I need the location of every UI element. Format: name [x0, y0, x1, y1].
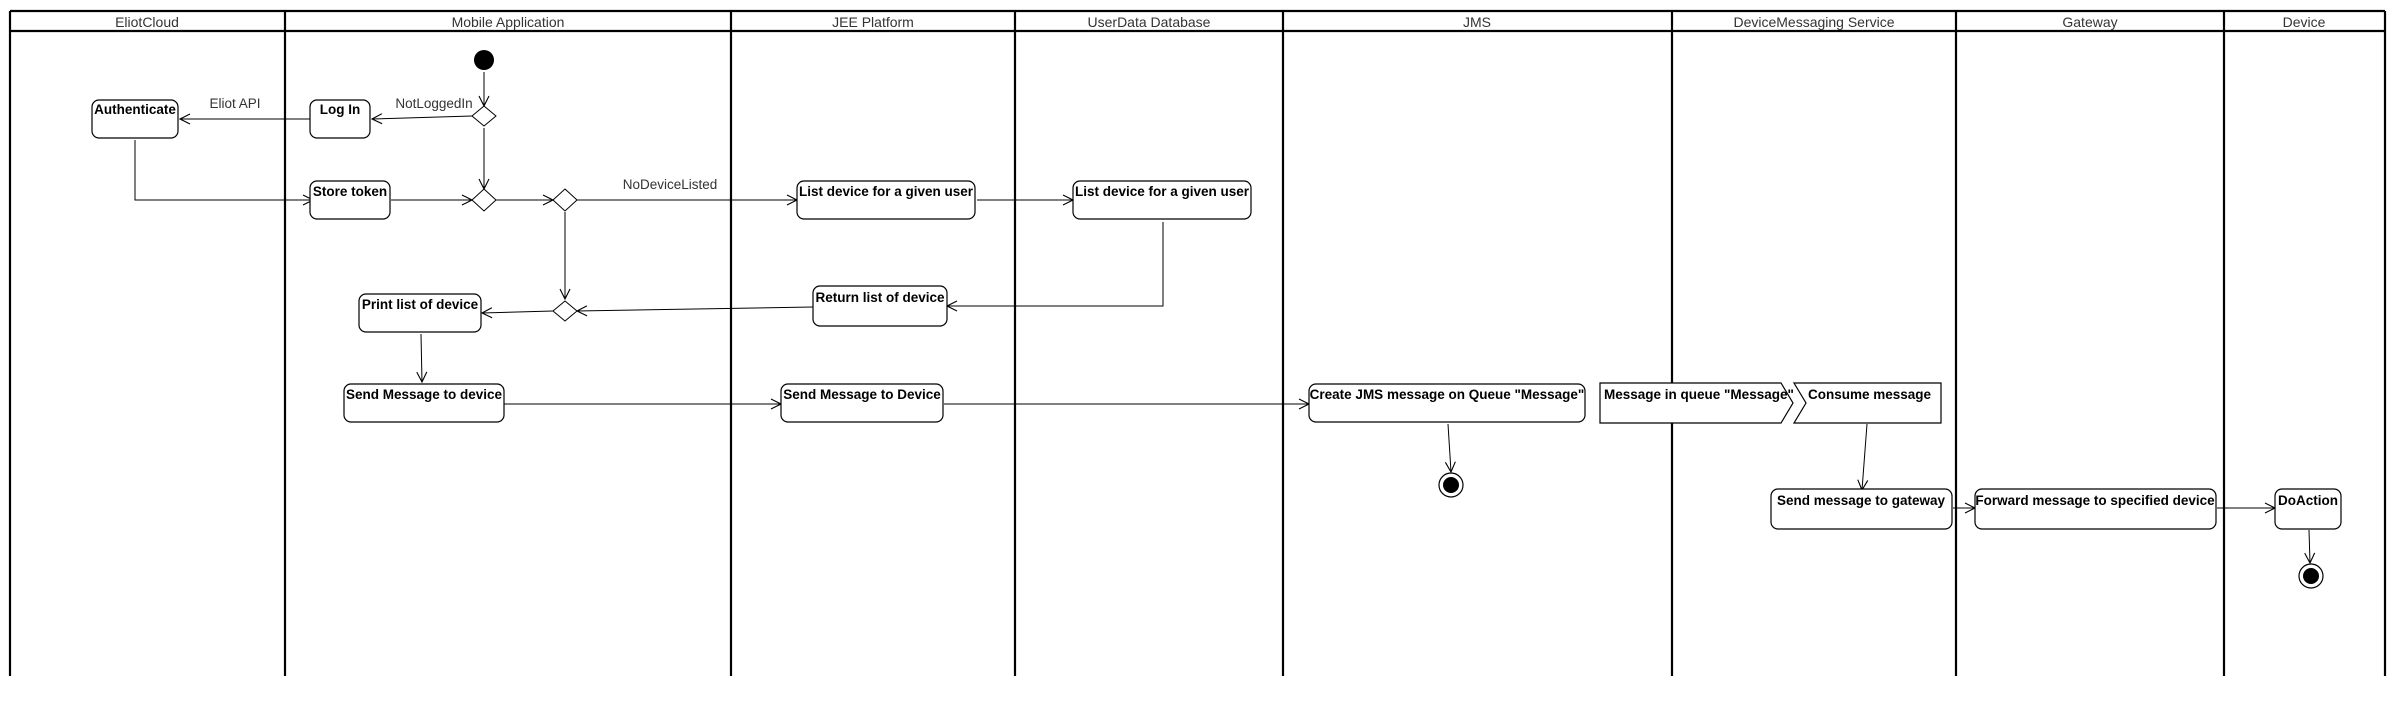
action-return-list: Return list of device	[812, 285, 948, 327]
edge-labels: Eliot API NotLoggedIn NoDeviceListed	[209, 96, 717, 192]
merge-device-list	[552, 300, 578, 322]
decision-device-listed	[552, 188, 578, 212]
action-label: Send Message to device	[346, 387, 503, 402]
action-forward-message: Forward message to specified device	[1974, 488, 2217, 530]
action-log-in: Log In	[309, 99, 371, 139]
action-label: Send Message to Device	[783, 387, 941, 402]
action-print-list: Print list of device	[358, 293, 482, 333]
initial-node	[474, 50, 494, 70]
lane-title-mobile-application: Mobile Application	[452, 14, 565, 30]
final-node-jms	[1438, 472, 1464, 498]
edge-merge-to-print-list	[482, 311, 554, 313]
lane-title-device: Device	[2283, 14, 2326, 30]
lane-title-userdata-database: UserData Database	[1088, 14, 1211, 30]
action-label: Store token	[313, 184, 387, 199]
action-send-to-gateway: Send message to gateway	[1770, 488, 1953, 530]
action-label: List device for a given user	[1075, 184, 1250, 199]
decision-login	[471, 105, 497, 127]
edge-database-to-return-list	[947, 222, 1164, 306]
action-send-message-jee: Send Message to Device	[780, 383, 944, 423]
action-label: Return list of device	[815, 290, 945, 305]
action-label: Authenticate	[94, 102, 176, 117]
edge-do-action-to-final	[2309, 529, 2310, 563]
action-authenticate: Authenticate	[91, 99, 179, 139]
lane-titles: EliotCloud Mobile Application JEE Platfo…	[115, 14, 2326, 30]
decision-nodes	[471, 105, 578, 322]
action-label: Log In	[320, 102, 361, 117]
action-label: Create JMS message on Queue "Message"	[1310, 387, 1585, 402]
action-label: Forward message to specified device	[1975, 493, 2215, 508]
edge-not-logged-in	[372, 116, 473, 119]
edge-jms-to-final	[1448, 423, 1451, 472]
control-nodes	[474, 50, 2324, 589]
edge-return-list-to-merge	[577, 307, 814, 311]
lane-title-gateway: Gateway	[2062, 14, 2117, 30]
action-list-device-jee: List device for a given user	[796, 180, 976, 220]
edge-consume-to-gateway	[1862, 423, 1867, 490]
action-label: Send message to gateway	[1777, 493, 1946, 508]
action-label: Print list of device	[362, 297, 479, 312]
lane-title-eliot-cloud: EliotCloud	[115, 14, 179, 30]
action-create-jms-message: Create JMS message on Queue "Message"	[1308, 383, 1586, 423]
edge-label-not-logged-in: NotLoggedIn	[395, 96, 472, 111]
lane-title-device-messaging-service: DeviceMessaging Service	[1733, 14, 1894, 30]
swimlane-frame	[8, 9, 2387, 676]
merge-after-login	[471, 188, 497, 212]
lane-title-jee-platform: JEE Platform	[832, 14, 914, 30]
action-label: DoAction	[2278, 493, 2338, 508]
edge-print-list-to-send-message	[421, 333, 422, 382]
edges	[134, 72, 2310, 563]
edge-label-eliot-api: Eliot API	[209, 96, 260, 111]
edge-label-no-device-listed: NoDeviceListed	[623, 177, 718, 192]
action-consume-message: Consume message	[1792, 382, 1942, 424]
action-send-message-mobile: Send Message to device	[343, 383, 505, 423]
lane-title-jms: JMS	[1463, 14, 1491, 30]
action-nodes: Authenticate Log In Store token List dev…	[91, 99, 2342, 530]
action-label: Consume message	[1808, 387, 1932, 402]
action-do-action: DoAction	[2274, 488, 2342, 530]
action-label: Message in queue "Message"	[1604, 387, 1794, 402]
final-node-device	[2298, 563, 2324, 589]
action-list-device-db: List device for a given user	[1072, 180, 1252, 220]
edge-authenticate-to-store-token	[134, 140, 313, 200]
action-store-token: Store token	[309, 180, 391, 220]
action-label: List device for a given user	[799, 184, 974, 199]
accept-event-message-in-queue: Message in queue "Message"	[1599, 382, 1794, 424]
